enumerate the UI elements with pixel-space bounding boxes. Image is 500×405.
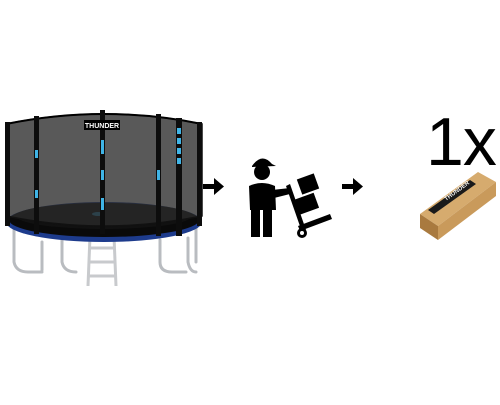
trampoline-net-poles — [5, 110, 202, 236]
cardboard-box-package: THUNDER — [420, 172, 496, 240]
trampoline-image: THUNDER — [5, 110, 203, 287]
arrow-right-icon — [203, 178, 224, 195]
trampoline-brand-tag: THUNDER — [85, 123, 119, 130]
trampoline-legs — [12, 222, 198, 274]
arrow-right-icon — [342, 178, 363, 195]
delivery-person-with-hand-truck-icon — [249, 158, 332, 238]
trampoline-ladder — [86, 235, 118, 287]
quantity-label: 1x — [426, 104, 497, 180]
